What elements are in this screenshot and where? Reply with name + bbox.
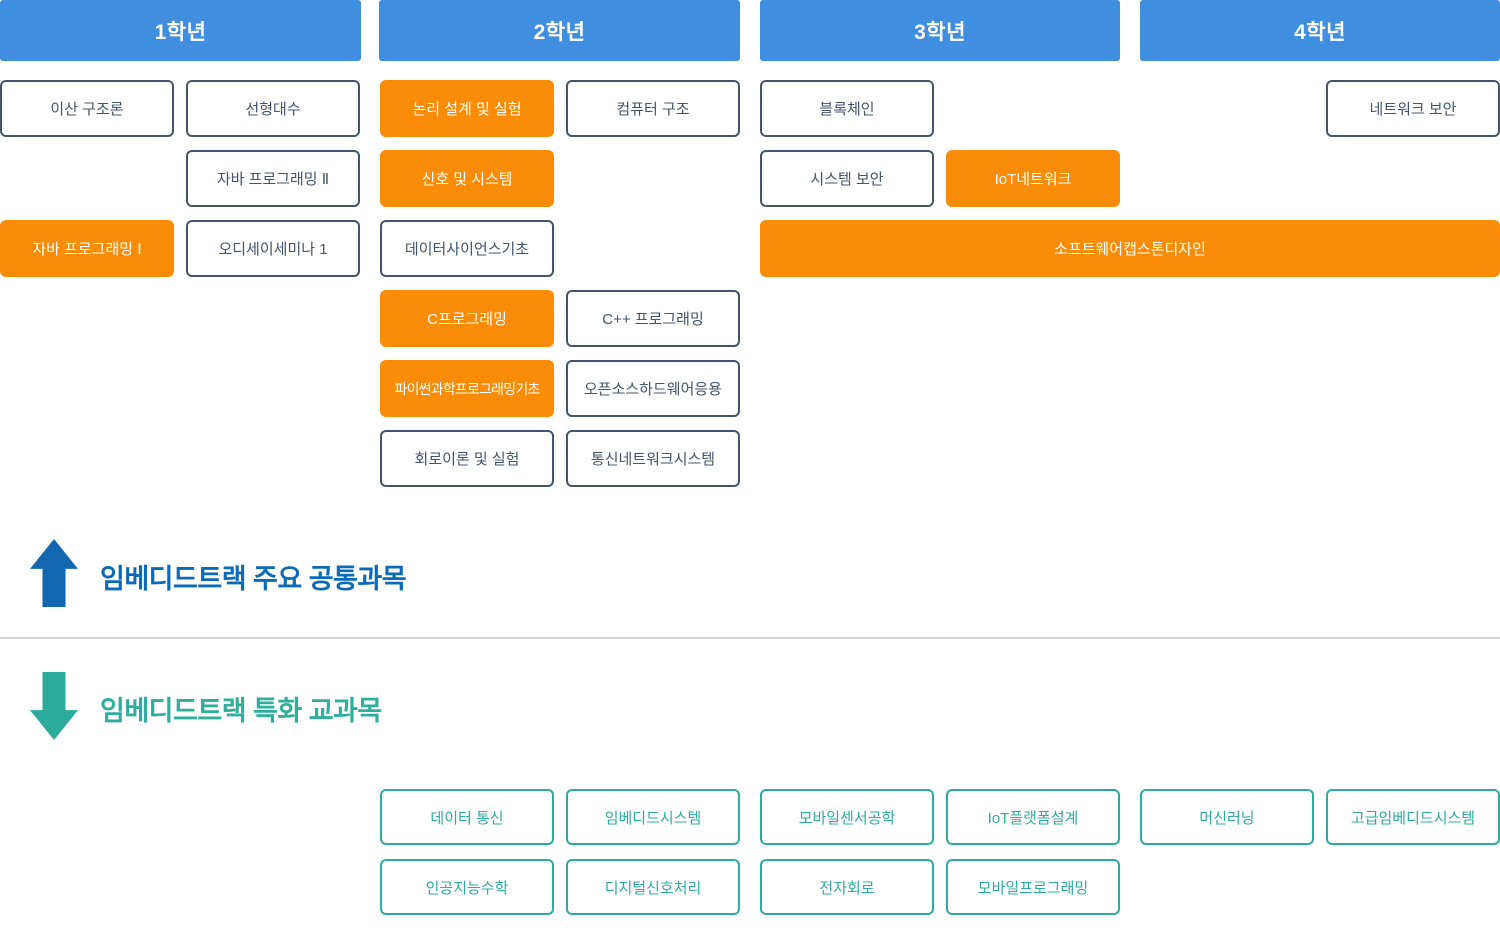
section-divider xyxy=(0,637,1500,639)
course-circuit-theory-lab: 회로이론 및 실험 xyxy=(380,430,554,487)
course-software-capstone-design: 소프트웨어캡스톤디자인 xyxy=(760,220,1500,277)
course-mobile-programming: 모바일프로그래밍 xyxy=(946,859,1120,915)
special-track-heading: 임베디드트랙 특화 교과목 xyxy=(100,696,382,726)
course-network-security: 네트워크 보안 xyxy=(1326,80,1500,137)
course-java-programming-2: 자바 프로그래밍 Ⅱ xyxy=(186,150,360,207)
course-iot-network: IoT네트워크 xyxy=(946,150,1120,207)
course-data-communication: 데이터 통신 xyxy=(380,789,554,845)
course-system-security: 시스템 보안 xyxy=(760,150,934,207)
course-digital-signal-processing: 디지털신호처리 xyxy=(566,859,740,915)
down-arrow-icon xyxy=(30,672,78,740)
course-open-source-hardware: 오픈소스하드웨어응용 xyxy=(566,360,740,417)
course-ai-mathematics: 인공지능수학 xyxy=(380,859,554,915)
course-electronic-circuits: 전자회로 xyxy=(760,859,934,915)
course-discrete-structures: 이산 구조론 xyxy=(0,80,174,137)
course-iot-platform-design: IoT플랫폼설계 xyxy=(946,789,1120,845)
course-logic-design-lab: 논리 설계 및 실험 xyxy=(380,80,554,137)
course-signals-and-systems: 신호 및 시스템 xyxy=(380,150,554,207)
course-advanced-embedded-systems: 고급임베디드시스템 xyxy=(1326,789,1500,845)
course-blockchain: 블록체인 xyxy=(760,80,934,137)
course-odyssey-seminar-1: 오디세이세미나 1 xyxy=(186,220,360,277)
course-cpp-programming: C++ 프로그래밍 xyxy=(566,290,740,347)
course-linear-algebra: 선형대수 xyxy=(186,80,360,137)
up-arrow-icon xyxy=(30,539,78,607)
course-java-programming-1: 자바 프로그래밍 Ⅰ xyxy=(0,220,174,277)
course-computer-architecture: 컴퓨터 구조 xyxy=(566,80,740,137)
course-mobile-sensor-engineering: 모바일센서공학 xyxy=(760,789,934,845)
grade-header-year1: 1학년 xyxy=(0,0,361,61)
grade-header-year4: 4학년 xyxy=(1140,0,1500,61)
course-c-programming: C프로그래밍 xyxy=(380,290,554,347)
grade-header-year2: 2학년 xyxy=(379,0,740,61)
course-embedded-systems: 임베디드시스템 xyxy=(566,789,740,845)
grade-header-year3: 3학년 xyxy=(760,0,1120,61)
course-python-scientific-programming: 파이썬과학프로그래밍기초 xyxy=(380,360,554,417)
course-data-science-basics: 데이터사이언스기초 xyxy=(380,220,554,277)
course-communication-network-systems: 통신네트워크시스템 xyxy=(566,430,740,487)
course-machine-learning: 머신러닝 xyxy=(1140,789,1314,845)
common-track-heading: 임베디드트랙 주요 공통과목 xyxy=(100,564,407,594)
